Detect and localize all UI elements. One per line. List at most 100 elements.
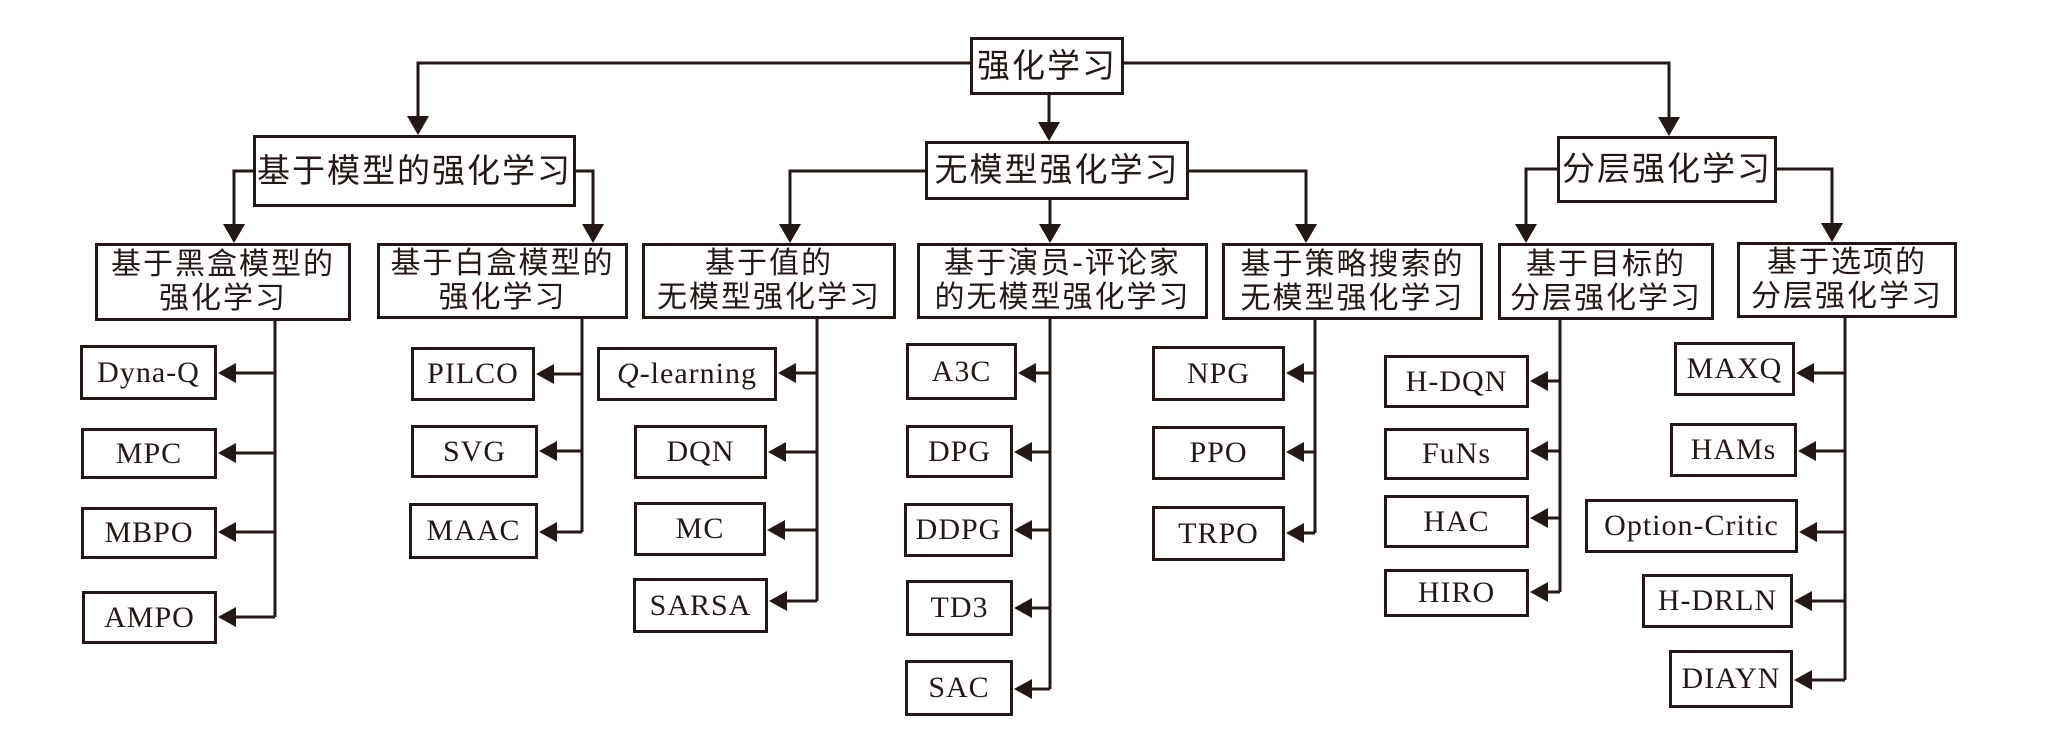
connector-model-free-to-policy-search — [1189, 169, 1308, 228]
leaf-mc: MC — [634, 502, 766, 556]
leaf-option-critic: Option-Critic — [1585, 499, 1798, 553]
arrowhead-down-icon — [1039, 224, 1061, 243]
arrowhead-left-icon — [218, 522, 236, 542]
arrowhead-down-icon — [223, 224, 245, 243]
arrowhead-left-icon — [769, 591, 787, 611]
node-label-line-1: 基于目标的 — [1526, 246, 1686, 282]
connector-model-based-to-white-box — [576, 169, 595, 228]
node-label-line-2: 无模型强化学习 — [1240, 280, 1465, 316]
leaf-ampo: AMPO — [82, 591, 217, 644]
leaf-a3c: A3C — [906, 343, 1017, 400]
node-label: 强化学习 — [977, 45, 1117, 85]
arrowhead-left-icon — [1014, 679, 1032, 699]
node-goal-based-hierarchical-rl: 基于目标的 分层强化学习 — [1498, 243, 1714, 320]
leaf-dyna-q: Dyna-Q — [80, 345, 217, 400]
arrowhead-left-icon — [778, 363, 796, 383]
arrowhead-down-icon — [779, 224, 801, 243]
connector-hierarchical-to-goal-based — [1524, 167, 1557, 228]
connector-root-to-hierarchical — [1124, 61, 1671, 120]
connector-model-free-to-value-based — [788, 169, 925, 228]
node-label-line-1: 基于黑盒模型的 — [111, 247, 335, 283]
connector-hierarchical-to-option-based — [1777, 167, 1834, 227]
leaf-ppo: PPO — [1152, 426, 1285, 480]
leaf-diayn: DIAYN — [1669, 650, 1793, 708]
node-label-line-2: 分层强化学习 — [1510, 280, 1702, 316]
leaf-dpg: DPG — [906, 425, 1013, 478]
arrowhead-left-icon — [1286, 363, 1304, 383]
node-model-free-rl: 无模型强化学习 — [925, 141, 1189, 200]
node-label-line-2: 的无模型强化学习 — [934, 280, 1191, 315]
leaf-npg: NPG — [1152, 346, 1285, 401]
arrowhead-left-icon — [539, 441, 557, 461]
node-label: 无模型强化学习 — [934, 150, 1180, 190]
arrowhead-left-icon — [1014, 520, 1032, 540]
node-label: 基于模型的强化学习 — [257, 150, 572, 190]
leaf-maac: MAAC — [409, 503, 538, 559]
arrowhead-left-icon — [1798, 441, 1816, 461]
arrowhead-left-icon — [1014, 598, 1032, 618]
node-policy-search-model-free-rl: 基于策略搜索的 无模型强化学习 — [1222, 243, 1483, 320]
arrowhead-left-icon — [1799, 522, 1817, 542]
node-label: 分层强化学习 — [1562, 149, 1772, 189]
leaf-ddpg: DDPG — [904, 503, 1013, 557]
arrowhead-left-icon — [1794, 670, 1812, 690]
leaf-pilco: PILCO — [411, 347, 535, 401]
arrowhead-down-icon — [582, 224, 604, 243]
node-black-box-model-rl: 基于黑盒模型的 强化学习 — [95, 243, 351, 321]
leaf-trpo: TRPO — [1152, 506, 1285, 561]
leaf-hac: HAC — [1384, 495, 1529, 548]
leaf-td3: TD3 — [906, 580, 1013, 636]
node-option-based-hierarchical-rl: 基于选项的 分层强化学习 — [1737, 242, 1957, 318]
arrowhead-down-icon — [1821, 223, 1843, 242]
arrowhead-left-icon — [768, 442, 786, 462]
arrowhead-left-icon — [536, 364, 554, 384]
node-hierarchical-rl: 分层强化学习 — [1557, 136, 1777, 203]
node-value-based-model-free-rl: 基于值的 无模型强化学习 — [642, 243, 896, 319]
leaf-h-drln: H-DRLN — [1642, 574, 1793, 628]
node-label-line-1: 基于选项的 — [1767, 245, 1927, 281]
connector-root-to-model-based — [416, 61, 970, 120]
leaf-h-dqn: H-DQN — [1384, 355, 1529, 408]
node-actor-critic-model-free-rl: 基于演员-评论家 的无模型强化学习 — [917, 243, 1208, 319]
node-white-box-model-rl: 基于白盒模型的 强化学习 — [377, 243, 628, 319]
arrowhead-left-icon — [1018, 363, 1036, 383]
node-label-line-2: 强化学习 — [159, 281, 287, 316]
arrowhead-down-icon — [1515, 224, 1537, 243]
leaf-q-learning: Q-learning — [597, 347, 777, 401]
arrowhead-left-icon — [539, 522, 557, 542]
arrowhead-down-icon — [1038, 122, 1060, 141]
leaf-sac: SAC — [905, 660, 1013, 716]
arrowhead-down-icon — [1295, 224, 1317, 243]
arrowhead-left-icon — [1530, 371, 1548, 391]
connector-model-based-to-black-box — [232, 169, 253, 228]
arrowhead-left-icon — [1286, 442, 1304, 462]
arrowhead-left-icon — [1014, 442, 1032, 462]
arrowhead-left-icon — [1796, 363, 1814, 383]
leaf-sarsa: SARSA — [633, 578, 768, 633]
leaf-maxq: MAXQ — [1674, 342, 1795, 396]
node-model-based-rl: 基于模型的强化学习 — [253, 135, 576, 207]
arrowhead-left-icon — [1530, 441, 1548, 461]
leaf-hams: HAMs — [1670, 423, 1797, 477]
leaf-hiro: HIRO — [1384, 569, 1529, 617]
leaf-label: Q-learning — [617, 357, 757, 391]
node-label-line-1: 基于值的 — [705, 246, 833, 282]
arrowhead-left-icon — [218, 443, 236, 463]
arrowhead-left-icon — [1794, 591, 1812, 611]
arrowhead-left-icon — [767, 520, 785, 540]
node-label-line-1: 基于演员-评论家 — [944, 246, 1181, 282]
leaf-funs: FuNs — [1384, 428, 1529, 480]
arrowhead-left-icon — [218, 363, 236, 383]
italic-q: Q — [617, 357, 640, 391]
node-label-line-1: 基于策略搜索的 — [1240, 246, 1465, 282]
leaf-mpc: MPC — [81, 428, 217, 479]
node-label-line-1: 基于白盒模型的 — [390, 246, 615, 282]
node-label-line-2: 强化学习 — [438, 280, 567, 315]
node-label-line-2: 分层强化学习 — [1751, 279, 1943, 314]
arrowhead-down-icon — [407, 116, 429, 135]
node-reinforcement-learning: 强化学习 — [970, 37, 1124, 95]
arrowhead-left-icon — [1530, 582, 1548, 602]
arrowhead-left-icon — [1530, 508, 1548, 528]
